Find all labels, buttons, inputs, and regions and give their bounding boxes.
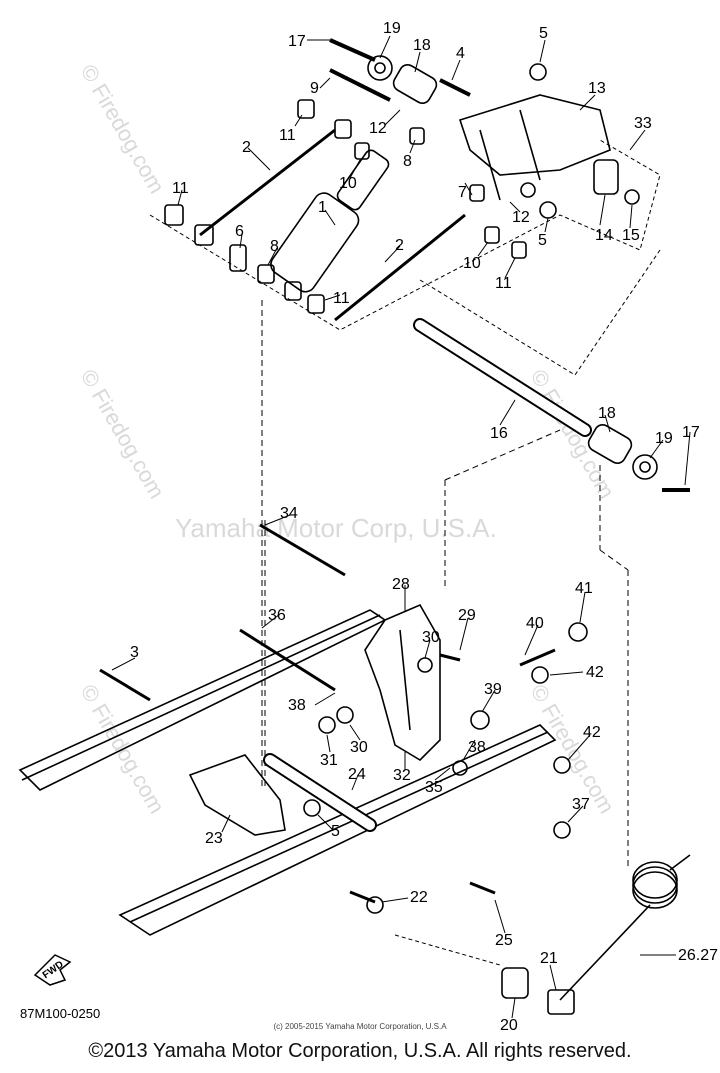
callout-7: 7 (458, 184, 467, 201)
callout-19: 19 (383, 20, 401, 37)
callout-33: 33 (634, 115, 652, 132)
callout-2b: 2 (395, 237, 404, 254)
callout-29: 29 (458, 607, 476, 624)
callout-30b: 30 (350, 739, 368, 756)
callout-8b: 8 (270, 238, 279, 255)
callout-26-27: 26.27 (678, 947, 718, 964)
fwd-arrow-icon: FWD (33, 954, 72, 986)
callout-18b: 18 (598, 405, 616, 422)
callout-11: 11 (279, 127, 296, 144)
callout-32: 32 (393, 767, 411, 784)
callout-2: 2 (242, 139, 251, 156)
callout-14: 14 (595, 227, 613, 244)
lower-assembly (18, 523, 691, 1015)
callout-17b: 17 (682, 424, 700, 441)
leader-lines (111, 35, 691, 1019)
callout-22: 22 (410, 889, 428, 906)
callout-42: 42 (586, 664, 604, 681)
callout-5c: 5 (331, 823, 340, 840)
callout-10: 10 (339, 175, 357, 192)
diagram-code: 87M100-0250 (20, 1006, 101, 1021)
callout-9: 9 (310, 80, 319, 97)
callout-36: 36 (268, 607, 286, 624)
watermark-side-1: © Firedog.com (76, 60, 170, 198)
callout-42b: 42 (583, 724, 601, 741)
callout-16: 16 (490, 425, 508, 442)
callout-24: 24 (348, 766, 366, 783)
callout-17: 17 (288, 33, 306, 50)
callout-10b: 10 (463, 255, 481, 272)
callout-38b: 38 (468, 739, 486, 756)
callout-11c: 11 (495, 275, 512, 292)
callout-13: 13 (588, 80, 606, 97)
callout-31: 31 (320, 752, 338, 769)
callout-25: 25 (495, 932, 513, 949)
callout-28: 28 (392, 576, 410, 593)
copyright-notice: ©2013 Yamaha Motor Corporation, U.S.A. A… (88, 1040, 632, 1062)
callout-15: 15 (622, 227, 640, 244)
callout-4: 4 (456, 45, 465, 62)
callout-5: 5 (539, 25, 548, 42)
small-copyright: (c) 2005-2015 Yamaha Motor Corporation, … (273, 1022, 447, 1031)
callout-39: 39 (484, 681, 502, 698)
callout-35: 35 (425, 779, 443, 796)
watermark-side-3: © Firedog.com (526, 365, 620, 503)
callout-38: 38 (288, 697, 306, 714)
callout-1: 1 (318, 199, 327, 216)
callout-20: 20 (500, 1017, 518, 1034)
callout-6: 6 (235, 223, 244, 240)
watermark-center: Yamaha Motor Corp, U.S.A. (175, 513, 497, 543)
callout-8: 8 (403, 153, 412, 170)
upper-assembly (149, 38, 690, 492)
callout-37: 37 (572, 796, 590, 813)
guide-lines (261, 300, 629, 870)
callout-19b: 19 (655, 430, 673, 447)
callout-12b: 12 (512, 209, 530, 226)
callout-5b: 5 (538, 232, 547, 249)
callout-34: 34 (280, 505, 298, 522)
callout-labels: 17 19 18 4 5 9 13 33 11 12 8 2 10 7 1 12… (130, 20, 718, 1034)
callout-11d: 11 (333, 290, 350, 307)
callout-23: 23 (205, 830, 223, 847)
watermark-side-2: © Firedog.com (76, 365, 170, 503)
callout-41: 41 (575, 580, 593, 597)
callout-40: 40 (526, 615, 544, 632)
callout-30: 30 (422, 629, 440, 646)
callout-21: 21 (540, 950, 558, 967)
callout-3: 3 (130, 644, 139, 661)
callout-18: 18 (413, 37, 431, 54)
callout-11b: 11 (172, 180, 189, 197)
callout-12: 12 (369, 120, 387, 137)
